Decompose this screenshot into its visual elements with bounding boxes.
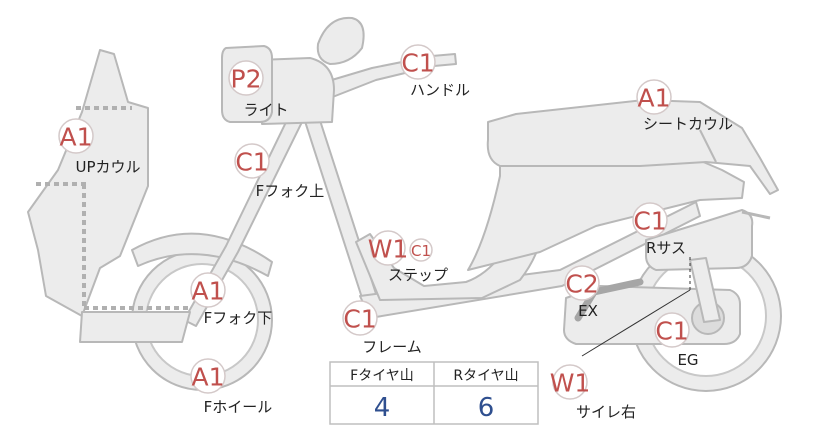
part-ex[interactable]: C2 EX: [564, 265, 600, 320]
part-label: ライト: [243, 101, 288, 119]
frame-tube: [301, 107, 379, 305]
table-header-rear-tire: Rタイヤ山: [453, 368, 518, 384]
grade-badge: W1: [550, 369, 591, 398]
front-cowl-lower: [79, 311, 191, 343]
part-label: EX: [578, 302, 598, 320]
grade-badge: A1: [637, 84, 670, 113]
part-seat-cowl[interactable]: A1 シートカウル: [636, 79, 733, 133]
front-wheel: [131, 249, 273, 391]
grade-badge: C1: [401, 49, 434, 78]
grade-badge: C1: [655, 317, 688, 346]
part-label: Fフォク下: [204, 309, 273, 327]
part-r-sus[interactable]: C1 Rサス: [632, 202, 686, 257]
head-cover: [257, 57, 335, 125]
shock-absorber: [689, 257, 721, 323]
part-label: Fフォク上: [256, 182, 325, 200]
part-label: シートカウル: [643, 115, 733, 133]
table-value-rear-tire: 6: [478, 393, 495, 423]
grade-badge: C2: [565, 270, 598, 299]
grade-badge: W1: [368, 235, 409, 264]
part-label: EG: [677, 351, 698, 369]
grade-badge: C1: [633, 207, 666, 236]
table-value-front-tire: 4: [374, 393, 391, 423]
seat: [486, 99, 779, 195]
part-label: ステップ: [388, 266, 448, 284]
muffler-leader-line: [581, 289, 691, 357]
part-up-cowl[interactable]: A1 UPカウル: [58, 118, 141, 176]
part-light[interactable]: P2 ライト: [228, 60, 289, 119]
part-eg[interactable]: C1 EG: [654, 312, 699, 369]
mirror: [316, 16, 365, 65]
part-f-wheel[interactable]: A1 Fホイール: [190, 358, 273, 416]
front-cowl: [27, 49, 149, 317]
part-label: ハンドル: [410, 81, 470, 99]
grade-badge: A1: [191, 277, 224, 306]
part-f-fork-upper[interactable]: C1 Fフォク上: [234, 143, 325, 200]
grade-badge: C1: [343, 305, 376, 334]
part-f-fork-lower[interactable]: A1 Fフォク下: [190, 272, 273, 327]
grade-badge-sub: C1: [411, 242, 431, 260]
grade-badge: A1: [191, 363, 224, 392]
part-label: サイレ右: [576, 403, 636, 421]
part-handle[interactable]: C1 ハンドル: [400, 44, 470, 99]
grade-badge: C1: [235, 148, 268, 177]
part-frame[interactable]: C1 フレーム: [342, 300, 422, 356]
part-label: フレーム: [362, 338, 422, 356]
part-label: Fホイール: [204, 398, 273, 416]
part-label: Rサス: [646, 239, 686, 257]
grade-badge: A1: [59, 123, 92, 152]
table-header-front-tire: Fタイヤ山: [350, 368, 414, 384]
rear-body: [467, 151, 745, 271]
part-muffler-right[interactable]: W1 サイレ右: [550, 364, 636, 421]
part-step[interactable]: W1 C1 ステップ: [368, 230, 448, 284]
tire-tread-table: Fタイヤ山 Rタイヤ山 4 6: [329, 361, 539, 425]
grade-badge: P2: [231, 65, 262, 94]
part-label: UPカウル: [75, 158, 140, 176]
